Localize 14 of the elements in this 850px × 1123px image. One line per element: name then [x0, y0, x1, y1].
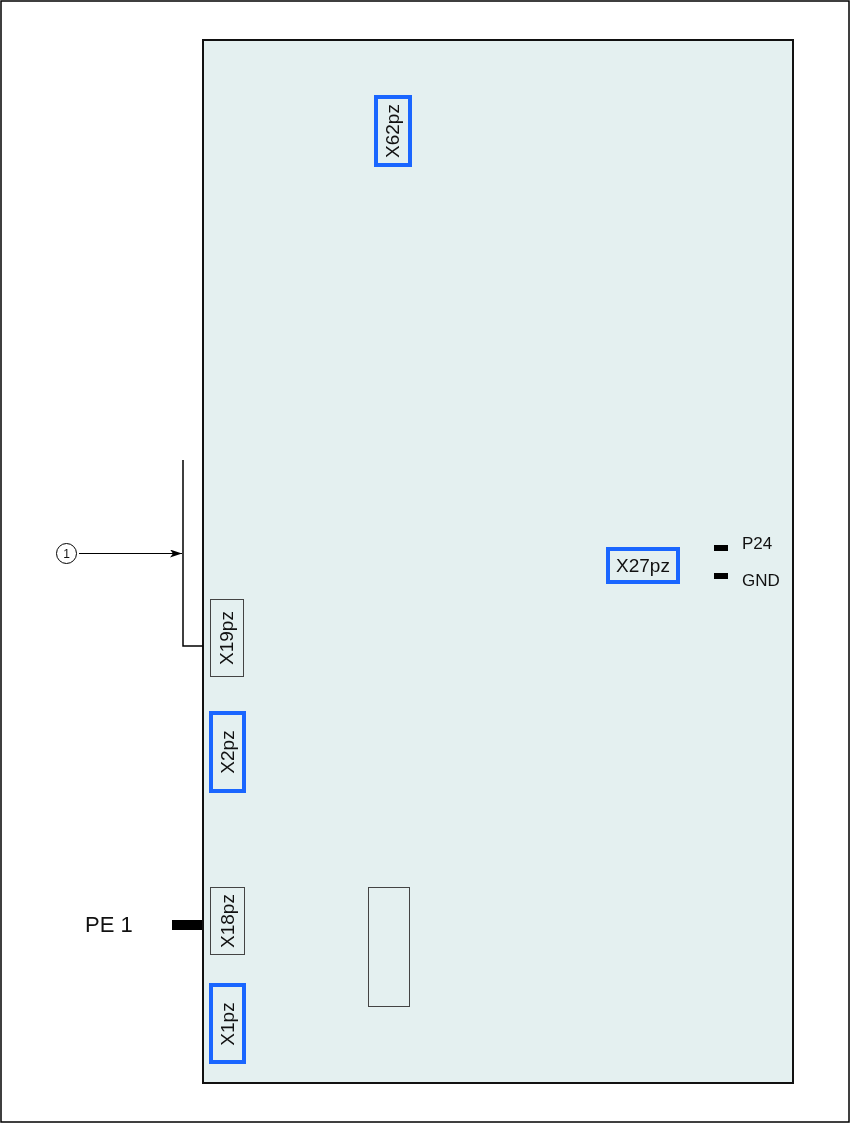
connector-block: X1pz	[209, 983, 246, 1064]
component-outline	[368, 887, 410, 1007]
bracket	[182, 460, 203, 648]
leader-arrow	[78, 549, 183, 558]
circuit-board	[202, 39, 794, 1084]
connector-block: X19pz	[210, 599, 244, 677]
connector-block: X62pz	[374, 95, 412, 167]
connector-block: X18pz	[210, 887, 245, 955]
callout-number: 1	[56, 543, 77, 564]
terminal-label: PE 1	[85, 912, 133, 938]
terminal-label: GND	[742, 571, 780, 591]
connector-block: X2pz	[209, 711, 246, 793]
terminal-label: P24	[742, 534, 773, 554]
connector-block: X27pz	[606, 547, 680, 584]
